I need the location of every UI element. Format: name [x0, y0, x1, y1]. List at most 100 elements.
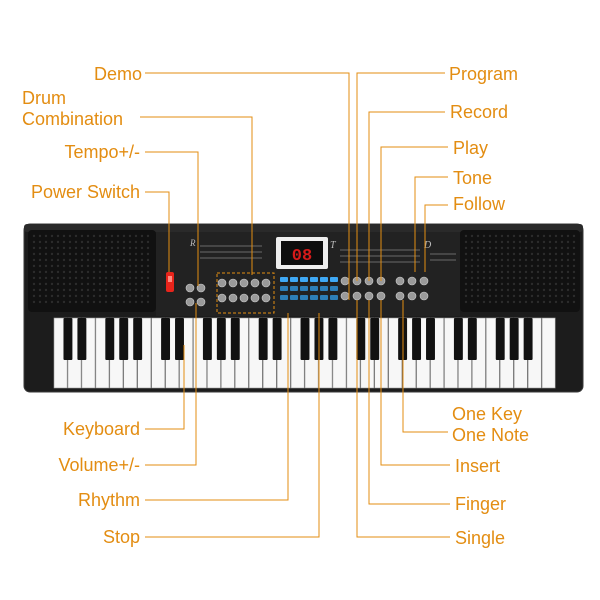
panel-button[interactable]: [261, 293, 271, 303]
black-key[interactable]: [63, 318, 73, 360]
speaker-hole: [470, 252, 474, 256]
black-key[interactable]: [467, 318, 477, 360]
speaker-hole: [512, 300, 516, 304]
black-key[interactable]: [426, 318, 435, 360]
black-key[interactable]: [202, 318, 212, 360]
blue-pad[interactable]: [330, 286, 338, 291]
panel-button[interactable]: [261, 278, 271, 288]
blue-pad[interactable]: [330, 277, 338, 282]
speaker-hole: [122, 300, 126, 304]
panel-button[interactable]: [376, 291, 386, 301]
speaker-hole: [518, 258, 522, 262]
panel-button[interactable]: [239, 293, 249, 303]
panel-button[interactable]: [196, 297, 206, 307]
speaker-hole: [146, 252, 150, 256]
speaker-hole: [548, 288, 552, 292]
speaker-hole: [470, 234, 474, 238]
speaker-hole: [512, 258, 516, 262]
blue-pad[interactable]: [290, 295, 298, 300]
panel-button[interactable]: [228, 293, 238, 303]
blue-pad[interactable]: [300, 295, 308, 300]
black-key[interactable]: [133, 318, 143, 360]
blue-pad[interactable]: [320, 295, 328, 300]
panel-button[interactable]: [217, 293, 227, 303]
panel-button[interactable]: [239, 278, 249, 288]
panel-button[interactable]: [407, 291, 417, 301]
panel-button[interactable]: [352, 291, 362, 301]
panel-button[interactable]: [228, 278, 238, 288]
blue-pad[interactable]: [310, 295, 318, 300]
speaker-hole: [554, 282, 558, 286]
panel-button[interactable]: [185, 283, 195, 293]
speaker-hole: [122, 294, 126, 298]
white-key[interactable]: [541, 317, 556, 389]
blue-pad[interactable]: [330, 295, 338, 300]
speaker-hole: [98, 270, 102, 274]
blue-pad[interactable]: [300, 286, 308, 291]
speaker-hole: [506, 300, 510, 304]
blue-pad[interactable]: [290, 277, 298, 282]
black-key[interactable]: [161, 318, 171, 360]
black-key[interactable]: [105, 318, 115, 360]
speaker-hole: [56, 258, 60, 262]
panel-button[interactable]: [395, 276, 405, 286]
black-key[interactable]: [412, 318, 422, 360]
speaker-hole: [488, 288, 492, 292]
panel-button[interactable]: [185, 297, 195, 307]
blue-pad[interactable]: [290, 286, 298, 291]
panel-button[interactable]: [395, 291, 405, 301]
black-key[interactable]: [77, 318, 87, 360]
speaker-hole: [62, 264, 66, 268]
speaker-hole: [110, 270, 114, 274]
blue-pad[interactable]: [310, 277, 318, 282]
speaker-hole: [68, 294, 72, 298]
black-key[interactable]: [328, 318, 338, 360]
black-key[interactable]: [509, 318, 519, 360]
blue-pad[interactable]: [280, 295, 288, 300]
panel-button[interactable]: [250, 293, 260, 303]
speaker-hole: [122, 252, 126, 256]
black-keys: [63, 318, 533, 360]
speaker-hole: [542, 300, 546, 304]
panel-button[interactable]: [419, 291, 429, 301]
speaker-hole: [494, 276, 498, 280]
panel-button[interactable]: [250, 278, 260, 288]
speaker-hole: [68, 300, 72, 304]
panel-button[interactable]: [217, 278, 227, 288]
blue-pad[interactable]: [280, 286, 288, 291]
panel-button[interactable]: [364, 291, 374, 301]
leader-line: [145, 151, 199, 286]
panel-button[interactable]: [340, 276, 350, 286]
black-key[interactable]: [356, 318, 366, 360]
black-key[interactable]: [119, 318, 129, 360]
black-key[interactable]: [272, 318, 282, 360]
panel-button[interactable]: [196, 283, 206, 293]
black-key[interactable]: [175, 318, 184, 360]
black-key[interactable]: [230, 318, 240, 360]
blue-pad[interactable]: [320, 277, 328, 282]
speaker-hole: [62, 282, 66, 286]
label-one-key-one-note: One Key One Note: [452, 404, 529, 446]
speaker-hole: [134, 240, 138, 244]
panel-button[interactable]: [340, 291, 350, 301]
black-key[interactable]: [370, 318, 380, 360]
speaker-hole: [62, 234, 66, 238]
speaker-hole: [92, 264, 96, 268]
panel-button[interactable]: [419, 276, 429, 286]
speaker-hole: [566, 246, 570, 250]
speaker-hole: [140, 264, 144, 268]
black-key[interactable]: [495, 318, 505, 360]
speaker-hole: [530, 282, 534, 286]
black-key[interactable]: [258, 318, 268, 360]
black-key[interactable]: [453, 318, 463, 360]
black-key[interactable]: [216, 318, 226, 360]
panel-button[interactable]: [407, 276, 417, 286]
blue-pad[interactable]: [300, 277, 308, 282]
blue-pad[interactable]: [310, 286, 318, 291]
black-key[interactable]: [300, 318, 310, 360]
rhythm-panel-logo: R: [189, 238, 196, 248]
leader-line: [414, 176, 448, 272]
blue-pad[interactable]: [280, 277, 288, 282]
blue-pad[interactable]: [320, 286, 328, 291]
black-key[interactable]: [523, 318, 533, 360]
